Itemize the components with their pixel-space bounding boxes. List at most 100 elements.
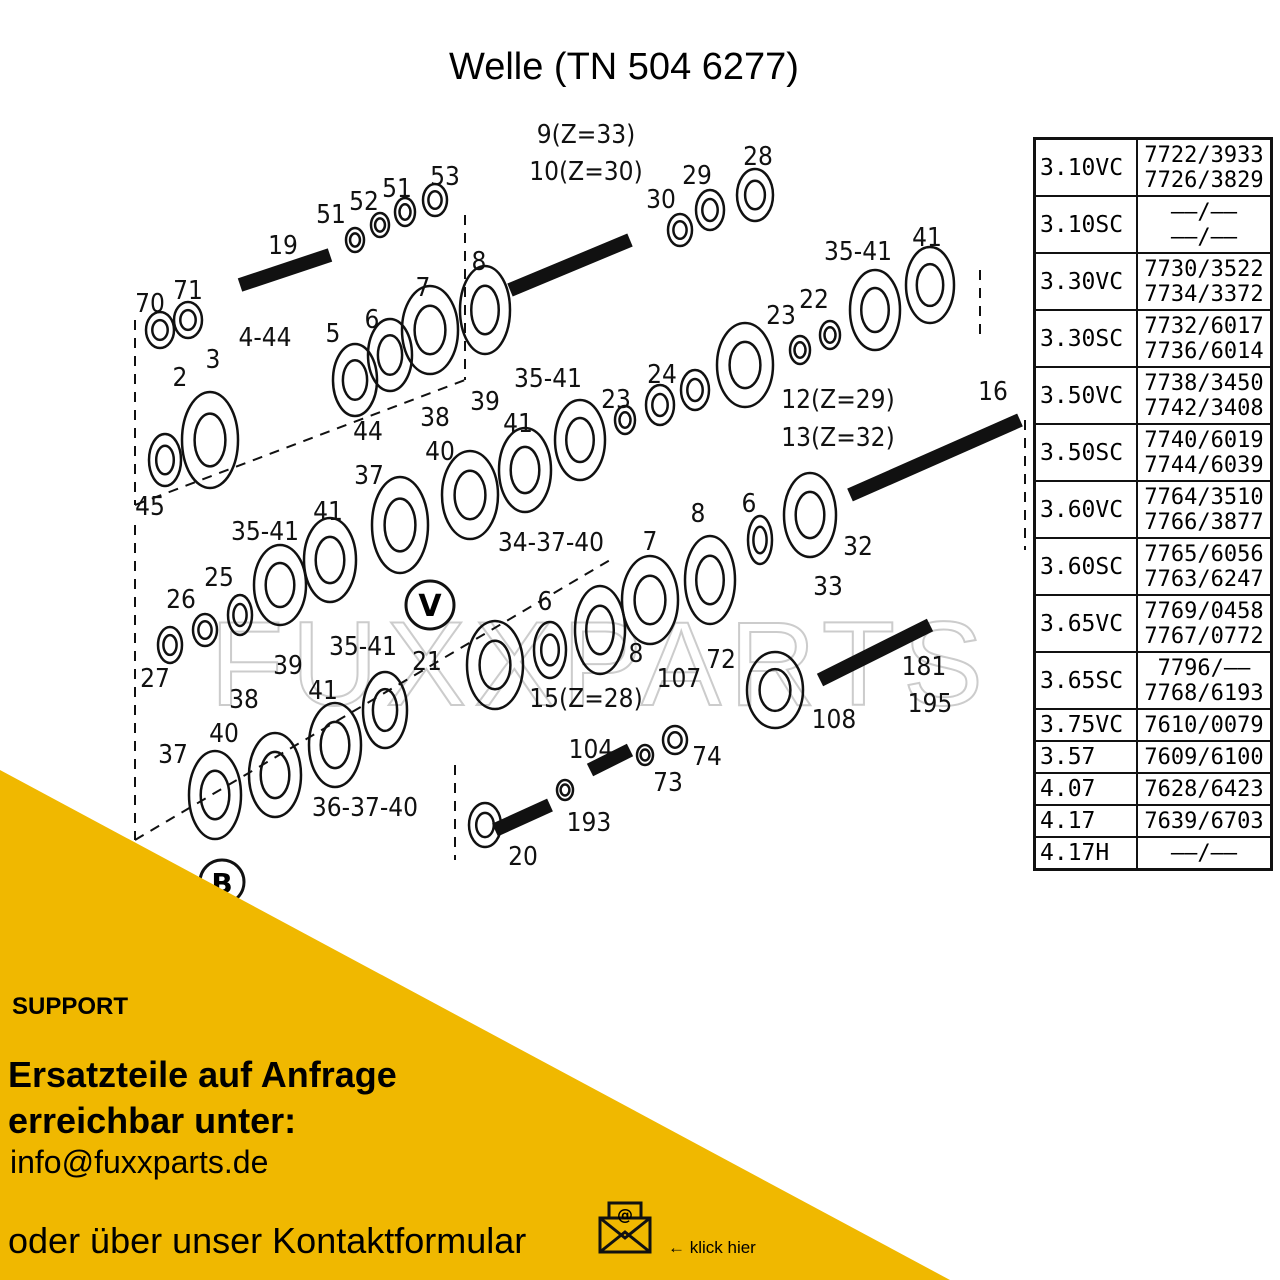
gear-part [573,584,627,676]
gear-part [848,268,902,352]
gear-part [458,264,512,356]
gear-part [302,516,358,604]
contact-form-link[interactable]: ← klick hier [668,1238,756,1257]
gear-bore [701,197,719,223]
part-number: 7628/6423 [1144,776,1264,802]
contact-text: oder über unser Kontaktformular [8,1220,527,1261]
callout-label: 30 [646,185,676,215]
model-cell: 3.60SC [1033,537,1138,596]
gear-part [735,167,775,223]
callout-label: 39 [470,387,500,417]
gear-bore [743,179,767,211]
part-number: 7796/—— [1157,655,1251,681]
part-number-cell: 7628/6423 [1136,772,1273,806]
gear-bore [758,667,792,713]
gear-bore [179,308,197,332]
callout-label: 41 [308,676,338,706]
part-number-cell: 7796/——7768/6193 [1136,651,1273,710]
model-cell: 3.50SC [1033,423,1138,482]
gear-part [465,619,525,711]
shaft-part [507,233,633,297]
marker-b-label: B [211,867,232,900]
gear-part [180,390,240,490]
callout-label: 6 [538,587,553,617]
gear-part [782,471,838,559]
table-row: 3.10SC——/————/—— [1033,195,1273,254]
part-number: 7766/3877 [1144,509,1264,535]
gear-bore [348,232,362,248]
gear-bore [509,445,541,495]
gear-bore [319,720,351,770]
callout-label: 6 [742,489,757,519]
part-number: 7736/6014 [1144,338,1264,364]
gear-bore [197,619,213,641]
part-number: 7610/0079 [1144,712,1264,738]
callout-label: 37 [158,740,188,770]
model-cell: 3.57 [1033,740,1138,774]
part-number: 7726/3829 [1144,167,1264,193]
gear-part [331,342,379,418]
callout-label: 70 [135,289,165,319]
gear-bore [154,444,176,476]
gear-bore [193,412,227,468]
callout-label: 35-41 [824,237,892,267]
gear-bore [398,203,412,221]
model-cell: 3.10VC [1033,137,1138,197]
callout-label: 35-41 [514,364,582,394]
callout-label: 104 [569,735,614,765]
callout-label: 72 [706,645,736,675]
part-number: 7722/3933 [1144,142,1264,168]
callout-label: 51 [382,174,412,204]
gear-part [361,670,409,750]
gear-bore [565,416,595,464]
callout-label: 19 [268,231,298,261]
callout-label: 22 [799,285,829,315]
gear-bore [618,411,632,429]
gear-part [156,625,184,665]
gear-part [553,398,607,482]
email-link[interactable]: info@fuxxparts.de [10,1144,269,1180]
callout-label: 4-44 [238,323,291,353]
gear-part [172,300,204,340]
gear-bore [453,469,487,521]
callout-label: 38 [420,403,450,433]
envelope-icon[interactable]: @ [597,1200,653,1256]
gear-bore [823,326,837,344]
gear-part [613,404,637,436]
part-number: 7769/0458 [1144,598,1264,624]
part-number-cell: 7610/0079 [1136,708,1273,742]
model-cell: 3.65SC [1033,651,1138,710]
part-number-cell: 7639/6703 [1136,804,1273,838]
gear-part [666,212,694,248]
callout-label: 52 [349,187,379,217]
gear-bore [633,574,667,626]
gear-part [661,724,689,756]
part-number: 7764/3510 [1144,484,1264,510]
gear-bore [427,189,443,211]
gear-part [635,743,655,767]
callout-label: 33 [813,572,843,602]
gear-bore [151,318,169,342]
gear-part [366,317,414,393]
callout-label: 15(Z=28) [529,684,642,714]
part-number: 7744/6039 [1144,452,1264,478]
callout-label: 13(Z=32) [781,423,894,453]
model-cell: 3.75VC [1033,708,1138,742]
gear-bore [752,525,768,555]
part-number: 7768/6193 [1144,680,1264,706]
gear-bore [470,284,500,336]
gear-part [191,612,219,648]
gear-part [679,368,711,412]
callout-label: 36-37-40 [312,793,418,823]
model-cell: 3.65VC [1033,594,1138,653]
callout-label: 23 [766,301,796,331]
part-number: 7767/0772 [1144,623,1264,649]
